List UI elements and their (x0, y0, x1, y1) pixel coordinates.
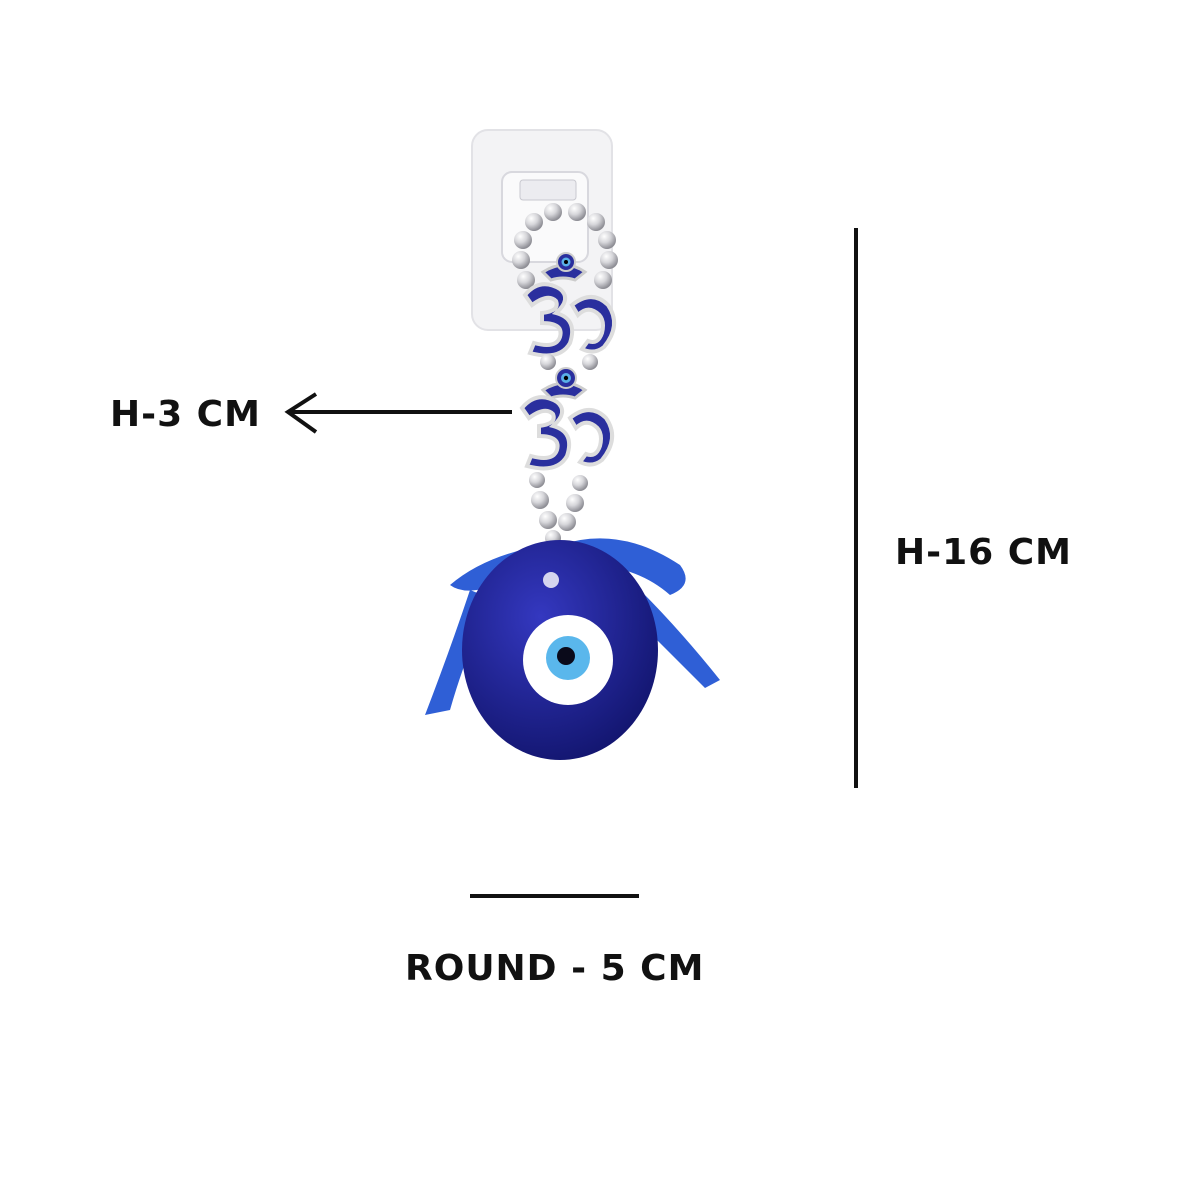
om-charm-top (522, 252, 616, 358)
charm-height-label: H-3 CM (110, 394, 261, 435)
total-height-label: H-16 CM (895, 532, 1072, 573)
evil-eye-bead (462, 540, 658, 760)
om-charm-bottom (519, 354, 614, 471)
lower-beads (529, 472, 588, 546)
bead-loop (512, 203, 618, 289)
eye-diameter-label: ROUND - 5 CM (405, 948, 705, 989)
h3-arrow (284, 392, 512, 434)
